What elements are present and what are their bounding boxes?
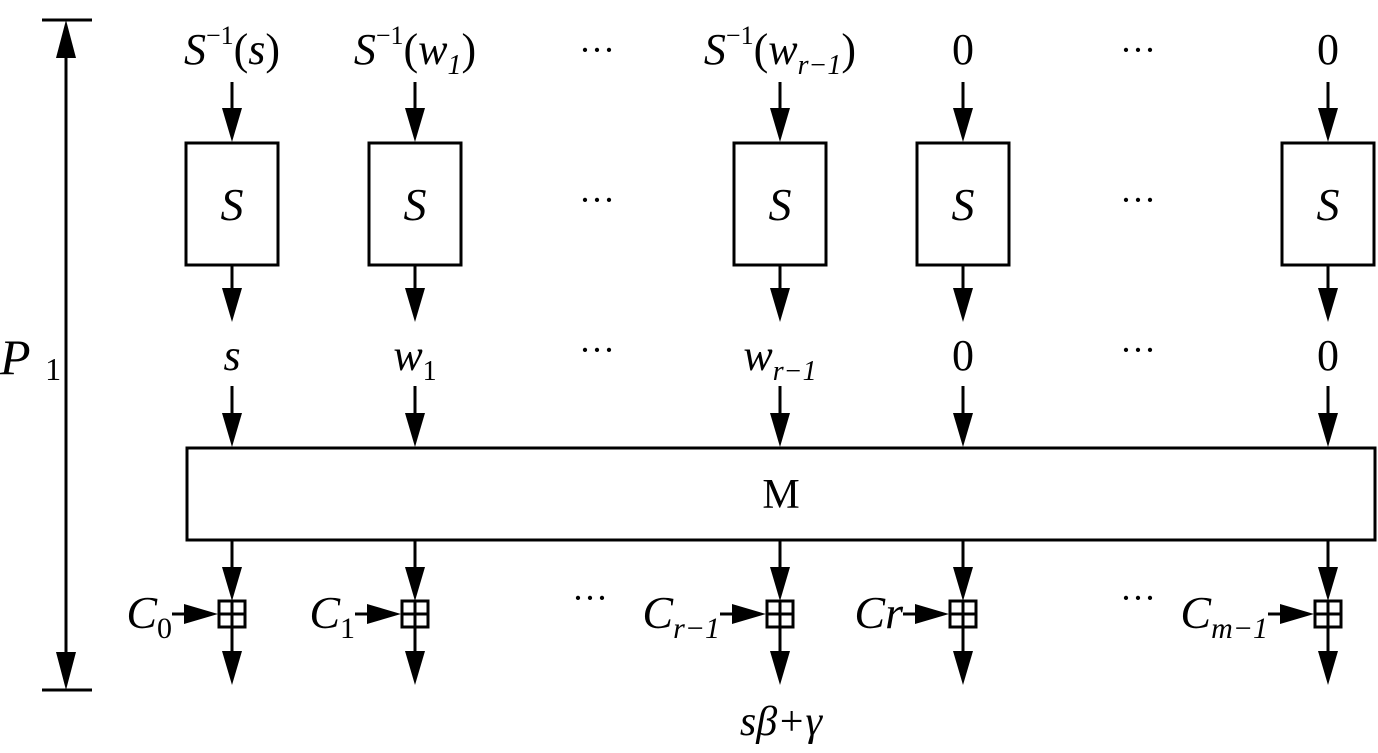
sbox-input-arrow [222,82,242,142]
sbox: S [367,141,463,267]
mix-input-arrow [953,386,973,447]
sbox-input-arrow [953,82,973,142]
round-constant-label: C1 [309,587,355,645]
input-zero-label: 0 [952,25,974,74]
constant-arrow [903,604,949,624]
constant-ellipsis: ··· [1120,578,1156,618]
mix-output-arrow [1318,541,1338,601]
round-output-arrow [1318,627,1338,685]
round-output-arrow [953,627,973,685]
round-constant-label: Cr [854,587,904,638]
constant-arrow [355,604,401,624]
sbox-input-arrow [770,82,790,142]
input-inverse-sbox-label: S−1(s) [184,21,280,74]
mix-layer-box: M [185,446,1377,542]
input-ellipsis: ··· [1120,30,1156,70]
constant-ellipsis: ··· [572,578,608,618]
round-output-arrow [770,627,790,685]
modular-add-node [217,599,247,629]
sbox-output-arrow [770,266,790,322]
sbox-label: S [769,179,792,230]
sbox-input-arrow [405,82,425,142]
input-zero-label: 0 [1317,25,1339,74]
sbox-output-arrow [953,266,973,322]
sbox-ellipsis: ··· [1120,180,1156,220]
input-ellipsis: ··· [579,30,615,70]
input-inverse-sbox-label: S−1(w1) [354,21,476,81]
round-constant-label: Cm−1 [1180,587,1268,645]
output-zero-label: 0 [1317,331,1339,380]
sbox-ellipsis: ··· [579,180,615,220]
result-label: sβ+γ [740,699,824,745]
sbox-layer: S S ··· S S ··· S [184,82,1376,322]
mix-input-arrow [405,386,425,447]
input-labels-row: S−1(s) S−1(w1) ··· S−1(wr−1) 0 ··· 0 [184,21,1339,81]
sbox-label: S [1317,179,1340,230]
sbox-label: S [952,179,975,230]
sbox-output-arrow [405,266,425,322]
modular-add-node [948,599,978,629]
round-label-sub: 1 [45,351,61,387]
mix-output-arrow [405,541,425,601]
sbox: S [915,141,1011,267]
modular-add-node [1313,599,1343,629]
sbox-output-arrow [1318,266,1338,322]
svg-text:P 1: P 1 [0,329,61,387]
round-constant-label: C0 [126,587,172,645]
sbox-label: S [221,179,244,230]
round-constant-label: Cr−1 [642,587,720,645]
round-label-base: P [0,329,30,385]
sbox-input-arrow [1318,82,1338,142]
sbox-output-arrow [222,266,242,322]
mix-input-arrow [222,386,242,447]
output-var-label: s [223,331,240,380]
sbox: S [732,141,828,267]
input-inverse-sbox-label: S−1(wr−1) [704,21,856,81]
sbox-output-labels-row: s w1 ··· wr−1 0 ··· 0 [223,330,1339,387]
sbox-label: S [404,179,427,230]
mix-output-arrow [770,541,790,601]
mix-output-arrow [222,541,242,601]
output-var-label: w1 [393,331,436,387]
round-output-arrow [222,627,242,685]
mix-input-arrow [1318,386,1338,447]
modular-add-node [400,599,430,629]
output-ellipsis: ··· [579,330,615,370]
mix-input-arrow [770,386,790,447]
output-ellipsis: ··· [1120,330,1156,370]
constant-arrow [172,604,218,624]
sbox: S [184,141,280,267]
constant-arrow [1268,604,1314,624]
round-span-bracket [42,18,92,692]
round-output-arrow [405,627,425,685]
mix-layer-label: M [762,472,799,518]
modular-add-node [765,599,795,629]
output-zero-label: 0 [952,331,974,380]
output-var-label: wr−1 [743,331,816,387]
sbox: S [1280,141,1376,267]
constant-addition-layer: C0 C1 ··· Cr−1 Cr ··· Cm−1 [126,541,1343,685]
round-label: P 1 [0,329,61,387]
mix-output-arrow [953,541,973,601]
constant-arrow [720,604,766,624]
mix-input-arrows [222,386,1338,447]
